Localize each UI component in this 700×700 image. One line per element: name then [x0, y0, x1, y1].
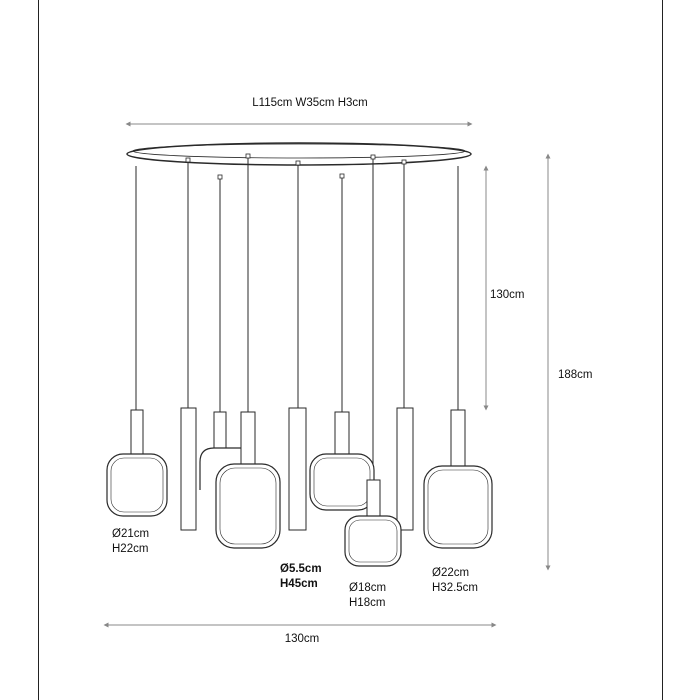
frame-border-left — [38, 0, 39, 700]
shade-1-diameter: Ø21cm — [112, 528, 149, 540]
shade-tall-diameter: Ø22cm — [432, 567, 469, 579]
cable-length-dimension: 130cm — [483, 165, 525, 411]
total-height-dimension: 188cm — [545, 153, 593, 571]
shade-small-diameter: Ø18cm — [349, 582, 386, 594]
tube-diameter: Ø5.5cm — [280, 563, 322, 575]
canopy-dimension: L115cm W35cm H3cm — [125, 97, 473, 127]
tube-height: H45cm — [280, 578, 318, 590]
shade-center-right — [309, 411, 375, 511]
shade-tall — [423, 409, 493, 549]
tube-1 — [180, 407, 197, 531]
total-width-dimension: 130cm — [103, 622, 497, 645]
canopy-dimension-label: L115cm W35cm H3cm — [252, 97, 367, 109]
shade-1-height: H22cm — [112, 543, 148, 555]
tube-2 — [288, 407, 307, 531]
total-width-label: 130cm — [285, 633, 320, 645]
shade-center-left — [215, 411, 281, 549]
cables — [135, 158, 459, 480]
shade-small-height: H18cm — [349, 597, 385, 609]
shade-tall-height: H32.5cm — [432, 582, 478, 594]
tube-3 — [396, 407, 414, 531]
cable-length-label: 130cm — [490, 289, 525, 301]
total-height-label: 188cm — [558, 369, 593, 381]
shade-small — [344, 479, 402, 567]
frame-border-right — [662, 0, 663, 700]
shade-1 — [106, 409, 168, 517]
